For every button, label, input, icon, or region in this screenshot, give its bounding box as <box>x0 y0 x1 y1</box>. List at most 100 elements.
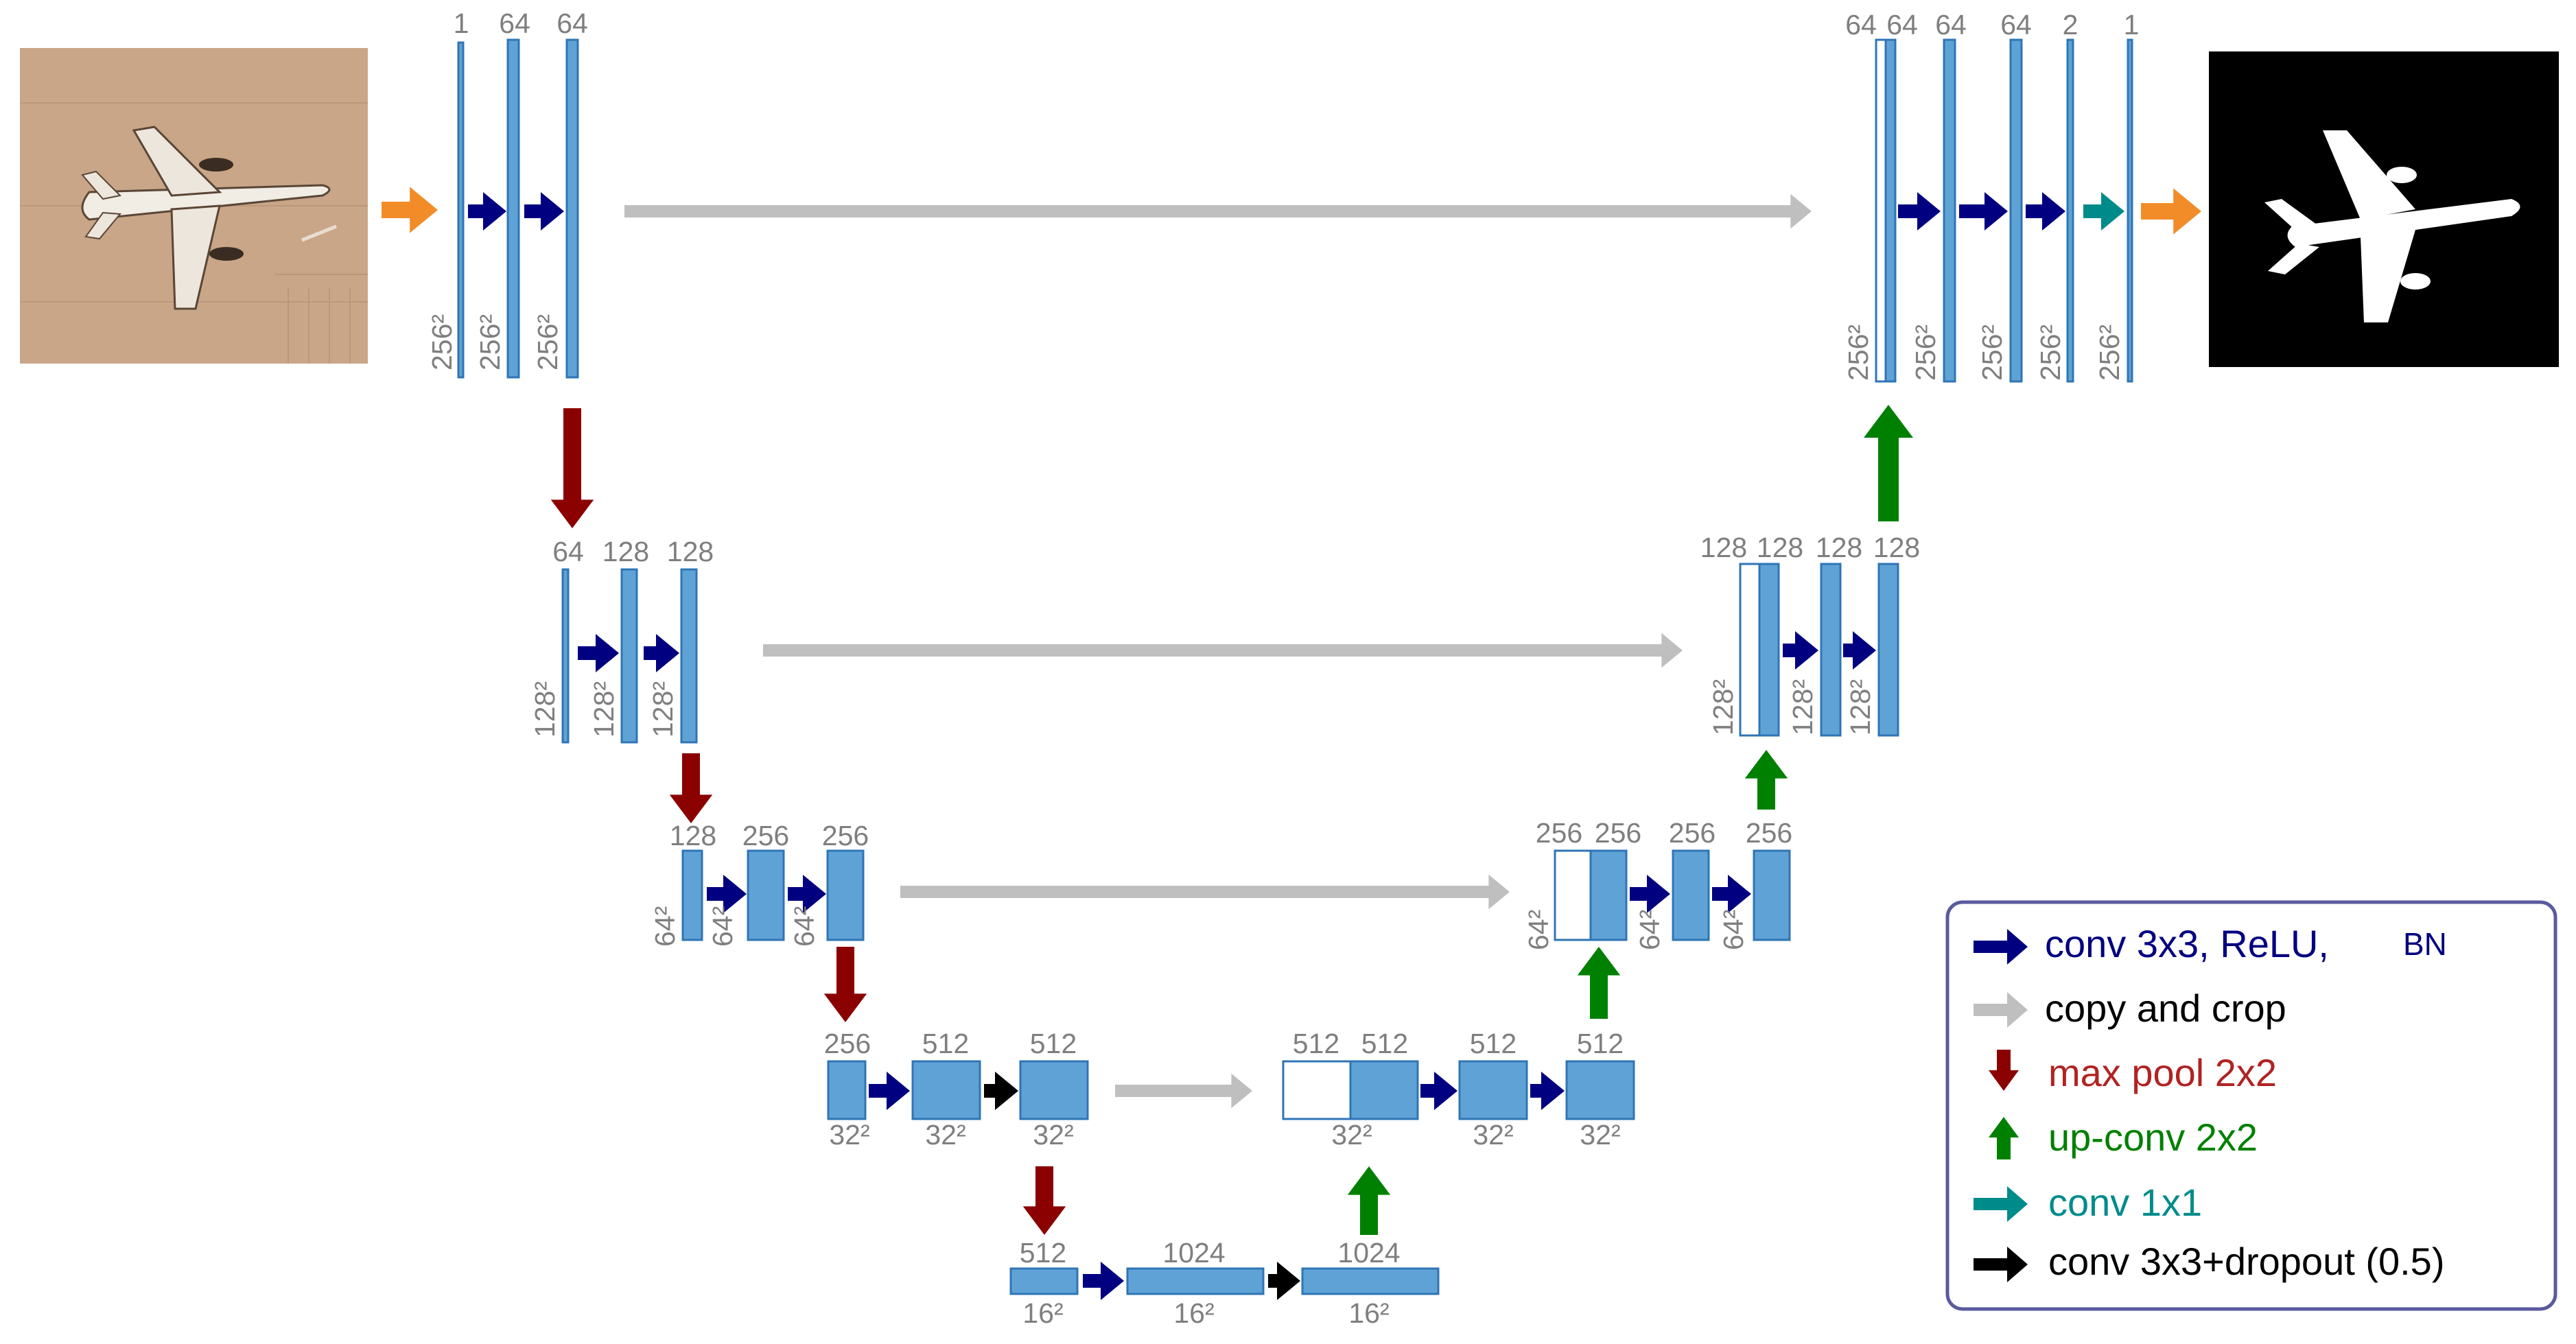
channel-label: 64 <box>552 536 584 567</box>
channel-label: 64 <box>1886 9 1918 40</box>
channel-label: 1024 <box>1162 1237 1225 1269</box>
legend: conv 3x3, ReLU, BN copy and crop max poo… <box>1945 900 2557 1311</box>
input-image <box>20 48 368 364</box>
maxpool-arrow <box>1022 1166 1066 1235</box>
feature-map-l4-1 <box>911 1060 981 1120</box>
size-label: 32² <box>1331 1119 1372 1151</box>
conv-arrow <box>1530 1072 1565 1110</box>
dropout-conv-arrow <box>1268 1262 1300 1300</box>
upconv-arrow <box>1347 1166 1391 1235</box>
legend-conv1x1-icon <box>1974 1186 2028 1222</box>
maxpool-arrow <box>669 753 713 823</box>
size-label: 256² <box>1910 325 1941 381</box>
copy-crop-arrow <box>900 874 1510 910</box>
size-label: 64² <box>1718 910 1749 950</box>
feature-map-r3-2 <box>1753 849 1791 941</box>
feature-map-r2-0 <box>1758 563 1780 737</box>
size-label: 32² <box>1473 1119 1513 1151</box>
conv-arrow <box>1420 1072 1457 1110</box>
channel-label: 1024 <box>1337 1237 1400 1269</box>
channel-label: 128 <box>1700 532 1747 563</box>
blocks-layer <box>457 38 2133 1295</box>
feature-map-r1-2 <box>2009 38 2023 383</box>
airplane-mask <box>2264 130 2520 322</box>
conv-arrow <box>788 875 826 913</box>
feature-map-r1-0 <box>1884 38 1897 383</box>
channel-label: 256 <box>1669 817 1716 849</box>
feature-map-r1-4 <box>2127 38 2133 383</box>
channel-label: 128 <box>1873 532 1920 563</box>
conv-arrow <box>869 1072 910 1110</box>
size-label: 32² <box>1580 1119 1620 1151</box>
arrows-layer <box>382 187 2201 1300</box>
channel-label: 256 <box>822 820 869 851</box>
size-label: 64² <box>1634 910 1665 950</box>
feature-map-r1-copy <box>1875 38 1887 383</box>
feature-map-l1-1 <box>506 38 520 379</box>
legend-icons <box>1974 929 2028 1282</box>
upconv-arrow <box>1744 750 1788 810</box>
channel-label: 1 <box>454 8 469 39</box>
feature-map-l2-0 <box>561 568 570 744</box>
legend-pool-icon <box>1989 1050 2019 1091</box>
conv-arrow <box>1083 1262 1124 1300</box>
conv-arrow <box>1843 631 1876 670</box>
channel-label: 64 <box>1845 9 1877 40</box>
feature-map-r1-1 <box>1943 38 1956 383</box>
size-label: 256² <box>2094 325 2125 381</box>
legend-pool-label: max pool 2x2 <box>2048 1051 2277 1094</box>
maxpool-arrow <box>823 947 867 1022</box>
legend-conv-label: conv 3x3, ReLU, <box>2045 922 2329 965</box>
airplane-picture <box>81 126 337 310</box>
channel-label: 128 <box>670 820 716 851</box>
size-label: 64² <box>788 906 820 947</box>
size-label: 32² <box>1033 1119 1073 1151</box>
conv-arrow <box>524 192 564 231</box>
feature-map-l2-1 <box>620 568 638 744</box>
feature-map-l4-0 <box>827 1060 867 1120</box>
feature-map-l1-2 <box>565 38 579 379</box>
feature-map-r2-2 <box>1877 563 1899 737</box>
copy-crop-arrow <box>624 193 1812 229</box>
channel-label: 64 <box>557 8 588 39</box>
feature-map-r4-2 <box>1565 1060 1635 1120</box>
output-arrow <box>2141 188 2201 235</box>
channel-label: 1 <box>2124 9 2140 40</box>
feature-map-r4-copy <box>1282 1060 1352 1120</box>
feature-map-r3-1 <box>1672 849 1710 941</box>
size-label: 64² <box>649 906 681 947</box>
legend-box <box>1945 900 2557 1311</box>
feature-map-l2-2 <box>680 568 698 744</box>
conv-arrow <box>644 634 679 672</box>
conv-arrow <box>707 875 747 913</box>
size-label: 128² <box>1707 679 1739 735</box>
channel-label: 128 <box>602 536 649 567</box>
legend-dropout-icon <box>1974 1247 2028 1282</box>
legend-conv-bn-label: BN <box>2403 926 2447 962</box>
size-label: 256² <box>426 314 458 370</box>
feature-map-l3-2 <box>826 849 865 941</box>
feature-map-l3-0 <box>681 849 703 941</box>
size-label: 64² <box>1523 910 1554 950</box>
channel-label: 64 <box>2000 9 2032 40</box>
legend-upconv-icon <box>1989 1117 2019 1159</box>
size-label: 256² <box>474 314 506 370</box>
size-label: 128² <box>647 681 679 738</box>
channel-label: 128 <box>1816 532 1862 563</box>
size-label: 16² <box>1022 1297 1063 1329</box>
conv-arrow <box>1712 875 1751 913</box>
conv-arrow <box>1630 875 1670 913</box>
size-label: 128² <box>1787 679 1818 735</box>
channel-label: 256 <box>824 1028 871 1059</box>
feature-map-l3-1 <box>747 849 785 941</box>
legend-dropout-label: conv 3x3+dropout (0.5) <box>2048 1240 2444 1283</box>
size-label: 128² <box>588 681 620 738</box>
copy-crop-arrow <box>763 633 1683 668</box>
feature-map-bottleneck-0 <box>1009 1267 1079 1295</box>
conv1x1-arrow <box>2083 192 2124 231</box>
upconv-arrow <box>1577 947 1621 1019</box>
channel-label: 512 <box>1470 1028 1517 1059</box>
feature-map-l4-2 <box>1019 1060 1089 1120</box>
channel-label: 64 <box>1935 9 1967 40</box>
